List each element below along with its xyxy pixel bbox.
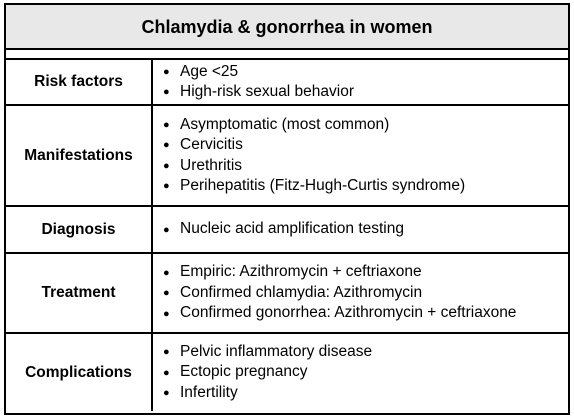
list-item: ●Nucleic acid amplification testing — [163, 219, 568, 240]
bullet-icon: ● — [163, 266, 170, 279]
row-content: ●Empiric: Azithromycin + ceftriaxone ●Co… — [153, 254, 568, 332]
bullet-icon: ● — [163, 118, 170, 131]
list-item: ●Empiric: Azithromycin + ceftriaxone — [163, 262, 568, 283]
row-label: Manifestations — [6, 106, 153, 205]
bullet-icon: ● — [163, 86, 170, 99]
bullet-icon: ● — [163, 307, 170, 320]
bullet-icon: ● — [163, 366, 170, 379]
row-treatment: Treatment ●Empiric: Azithromycin + ceftr… — [6, 254, 568, 334]
list-item: ●Perihepatitis (Fitz-Hugh-Curtis syndrom… — [163, 176, 568, 197]
row-diagnosis: Diagnosis ●Nucleic acid amplification te… — [6, 207, 568, 254]
bullet-icon: ● — [163, 346, 170, 358]
list-item: ●Cervicitis — [163, 135, 568, 156]
bullet-icon: ● — [163, 223, 170, 236]
row-label: Risk factors — [6, 60, 153, 104]
list-item: ●Infertility — [163, 383, 568, 404]
row-risk-factors: Risk factors ●Age <25 ●High-risk sexual … — [6, 60, 568, 106]
row-complications: Complications ●Pelvic inflammatory disea… — [6, 334, 568, 411]
bullet-icon: ● — [163, 180, 170, 193]
title-spacer — [6, 50, 568, 60]
list-item: ●Confirmed chlamydia: Azithromycin — [163, 283, 568, 304]
row-content: ●Nucleic acid amplification testing — [153, 207, 568, 252]
bullet-icon: ● — [163, 65, 170, 78]
row-content: ●Asymptomatic (most common) ●Cervicitis … — [153, 106, 568, 205]
row-label: Treatment — [6, 254, 153, 332]
row-content: ●Age <25 ●High-risk sexual behavior — [153, 60, 568, 104]
list-item: ●Asymptomatic (most common) — [163, 115, 568, 136]
list-item: ●Urethritis — [163, 156, 568, 177]
list-item: ●Pelvic inflammatory disease — [163, 342, 568, 363]
bullet-icon: ● — [163, 159, 170, 172]
bullet-icon: ● — [163, 387, 170, 399]
row-label: Diagnosis — [6, 207, 153, 252]
list-item: ●Age <25 — [163, 62, 568, 83]
row-manifestations: Manifestations ●Asymptomatic (most commo… — [6, 106, 568, 207]
list-item: ●Ectopic pregnancy — [163, 362, 568, 383]
list-item: ●Confirmed gonorrhea: Azithromycin + cef… — [163, 303, 568, 324]
bullet-icon: ● — [163, 139, 170, 152]
row-content: ●Pelvic inflammatory disease ●Ectopic pr… — [153, 334, 568, 411]
bullet-icon: ● — [163, 287, 170, 299]
table-title: Chlamydia & gonorrhea in women — [6, 5, 568, 50]
list-item: ●High-risk sexual behavior — [163, 82, 568, 103]
row-label: Complications — [6, 334, 153, 411]
summary-table: Chlamydia & gonorrhea in women Risk fact… — [4, 3, 570, 415]
